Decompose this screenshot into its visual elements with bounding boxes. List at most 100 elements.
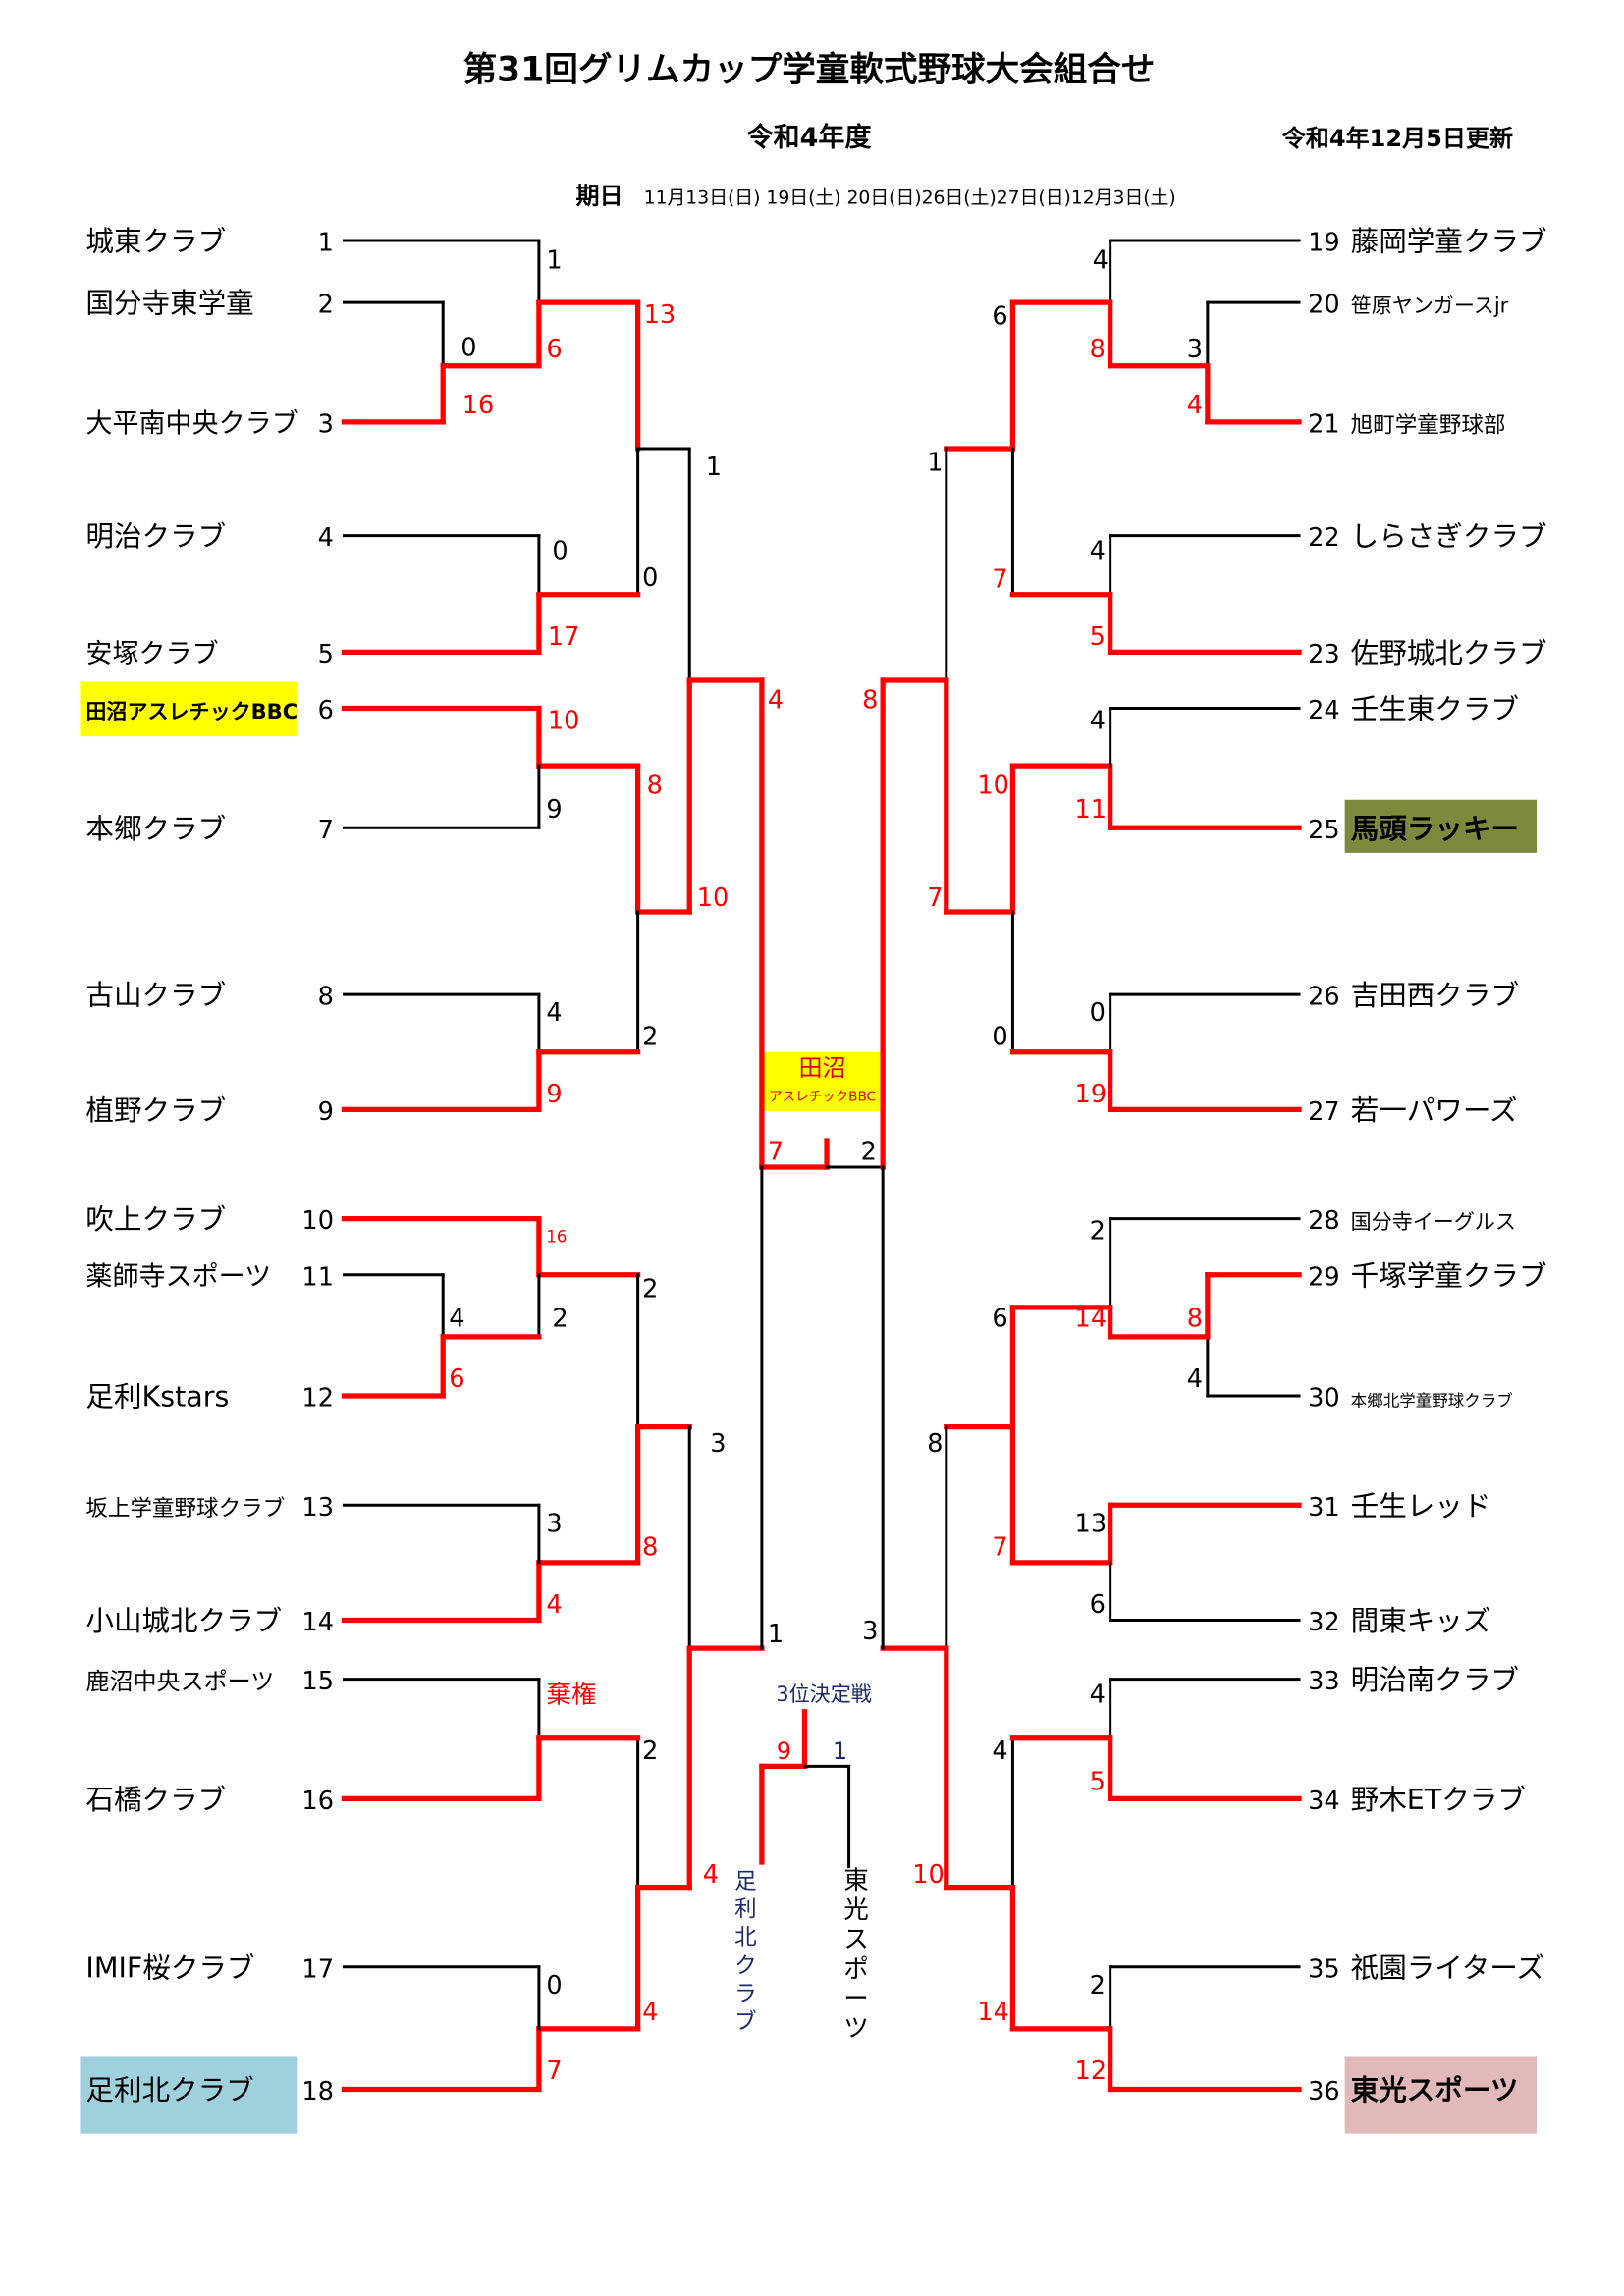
score-label: 4 [1090, 537, 1106, 566]
team-number: 23 [1308, 640, 1340, 669]
score-label: 7 [992, 1532, 1007, 1562]
score-label: 0 [642, 563, 658, 593]
team-number: 17 [301, 1954, 334, 1984]
team-name: 吉田西クラブ [1351, 979, 1519, 1012]
score-label: 1 [927, 449, 943, 478]
score-label: 9 [546, 795, 562, 825]
team-number: 24 [1308, 696, 1340, 725]
team-number: 18 [301, 2077, 334, 2107]
champion-box [763, 1051, 882, 1111]
score-label: 6 [449, 1364, 464, 1394]
score-label: 4 [1090, 1681, 1106, 1710]
score-label: 1 [768, 1620, 784, 1649]
score-label: 10 [548, 707, 580, 736]
team-name: 鹿沼中央スポーツ [85, 1668, 274, 1695]
team-number: 1 [318, 229, 334, 258]
score-label: 6 [1090, 1590, 1106, 1620]
dates-label: 期日 [575, 182, 623, 209]
team-name: 祇園ライターズ [1351, 1950, 1544, 1984]
score-label: 2 [1090, 1971, 1106, 2001]
team-number: 13 [301, 1493, 334, 1522]
highlight-box-toko [1344, 2056, 1538, 2134]
team-number: 9 [318, 1097, 334, 1127]
score-label: 5 [1090, 622, 1106, 652]
match-dates: 11月13日(日) 19日(土) 20日(日)26日(土)27日(日)12月3日… [644, 187, 1176, 208]
score-label: 10 [697, 883, 730, 913]
team-name: 本郷北学童野球クラブ [1351, 1391, 1513, 1411]
season-label: 令和4年度 [746, 122, 872, 153]
score-label: 0 [552, 537, 568, 566]
score-label: 3 [546, 1509, 562, 1538]
team-name: IMIF桜クラブ [85, 1950, 254, 1984]
score-label: 0 [992, 1022, 1007, 1051]
score-label: 4 [1093, 246, 1109, 276]
team-number: 25 [1308, 816, 1340, 845]
team-name: 笹原ヤンガースjr [1351, 294, 1509, 318]
score-label: 2 [642, 1274, 658, 1304]
team-number: 5 [318, 640, 334, 669]
team-number: 29 [1308, 1262, 1340, 1292]
score-label: 2 [552, 1304, 568, 1333]
score-label: 3 [710, 1429, 726, 1459]
score-label: 19 [1075, 1080, 1108, 1109]
score-label: 0 [460, 333, 476, 362]
score-label: 11 [1075, 795, 1108, 825]
score-label: 6 [992, 302, 1007, 332]
champion-sub: アスレチックBBC [769, 1089, 876, 1104]
team-number: 33 [1308, 1667, 1340, 1696]
team-number: 34 [1308, 1787, 1340, 1816]
score-label: 7 [927, 883, 943, 913]
team-name: 小山城北クラブ [85, 1604, 282, 1637]
score-label: 2 [642, 1736, 658, 1766]
team-entry: 26 吉田西クラブ [1308, 979, 1519, 1012]
score-label: 8 [647, 772, 663, 801]
score-label: 6 [992, 1304, 1007, 1333]
score-label: 17 [548, 622, 580, 652]
team-number: 26 [1308, 983, 1340, 1012]
team-name: 足利Kstars [85, 1380, 229, 1414]
score-label: 4 [1187, 1364, 1203, 1394]
team-name: 坂上学童野球クラブ [85, 1496, 285, 1522]
score-label: 4 [703, 1860, 719, 1890]
score-label: 0 [1090, 998, 1106, 1028]
team-name: 安塚クラブ [85, 639, 218, 669]
team-name: 石橋クラブ [85, 1783, 226, 1816]
score-label: 8 [927, 1429, 943, 1459]
team-entry: 21 旭町学童野球部 [1308, 409, 1505, 439]
team-number: 4 [318, 523, 334, 553]
team-name: 薬師寺スポーツ [85, 1261, 271, 1292]
score-label: 8 [1090, 335, 1106, 364]
team-number: 2 [318, 291, 334, 320]
team-name: 植野クラブ [85, 1094, 226, 1127]
team-number: 3 [318, 409, 334, 439]
team-name: 旭町学童野球部 [1351, 412, 1506, 438]
champion-name: 田沼 [798, 1054, 845, 1082]
score-label: 13 [644, 300, 677, 330]
highlight-box-ashikagakita [80, 2056, 298, 2134]
score-labels: 0161601713011098492104162463428棄権2074341… [449, 246, 1203, 2086]
team-number: 8 [318, 983, 334, 1012]
score-label: 4 [1090, 707, 1106, 736]
score-label: 9 [546, 1080, 562, 1109]
team-name: 明治南クラブ [1351, 1663, 1519, 1696]
score-label: 棄権 [546, 1681, 596, 1710]
team-entry: 植野クラブ 9 [85, 1094, 334, 1127]
team-number: 28 [1308, 1206, 1340, 1236]
team-number: 21 [1308, 409, 1340, 439]
